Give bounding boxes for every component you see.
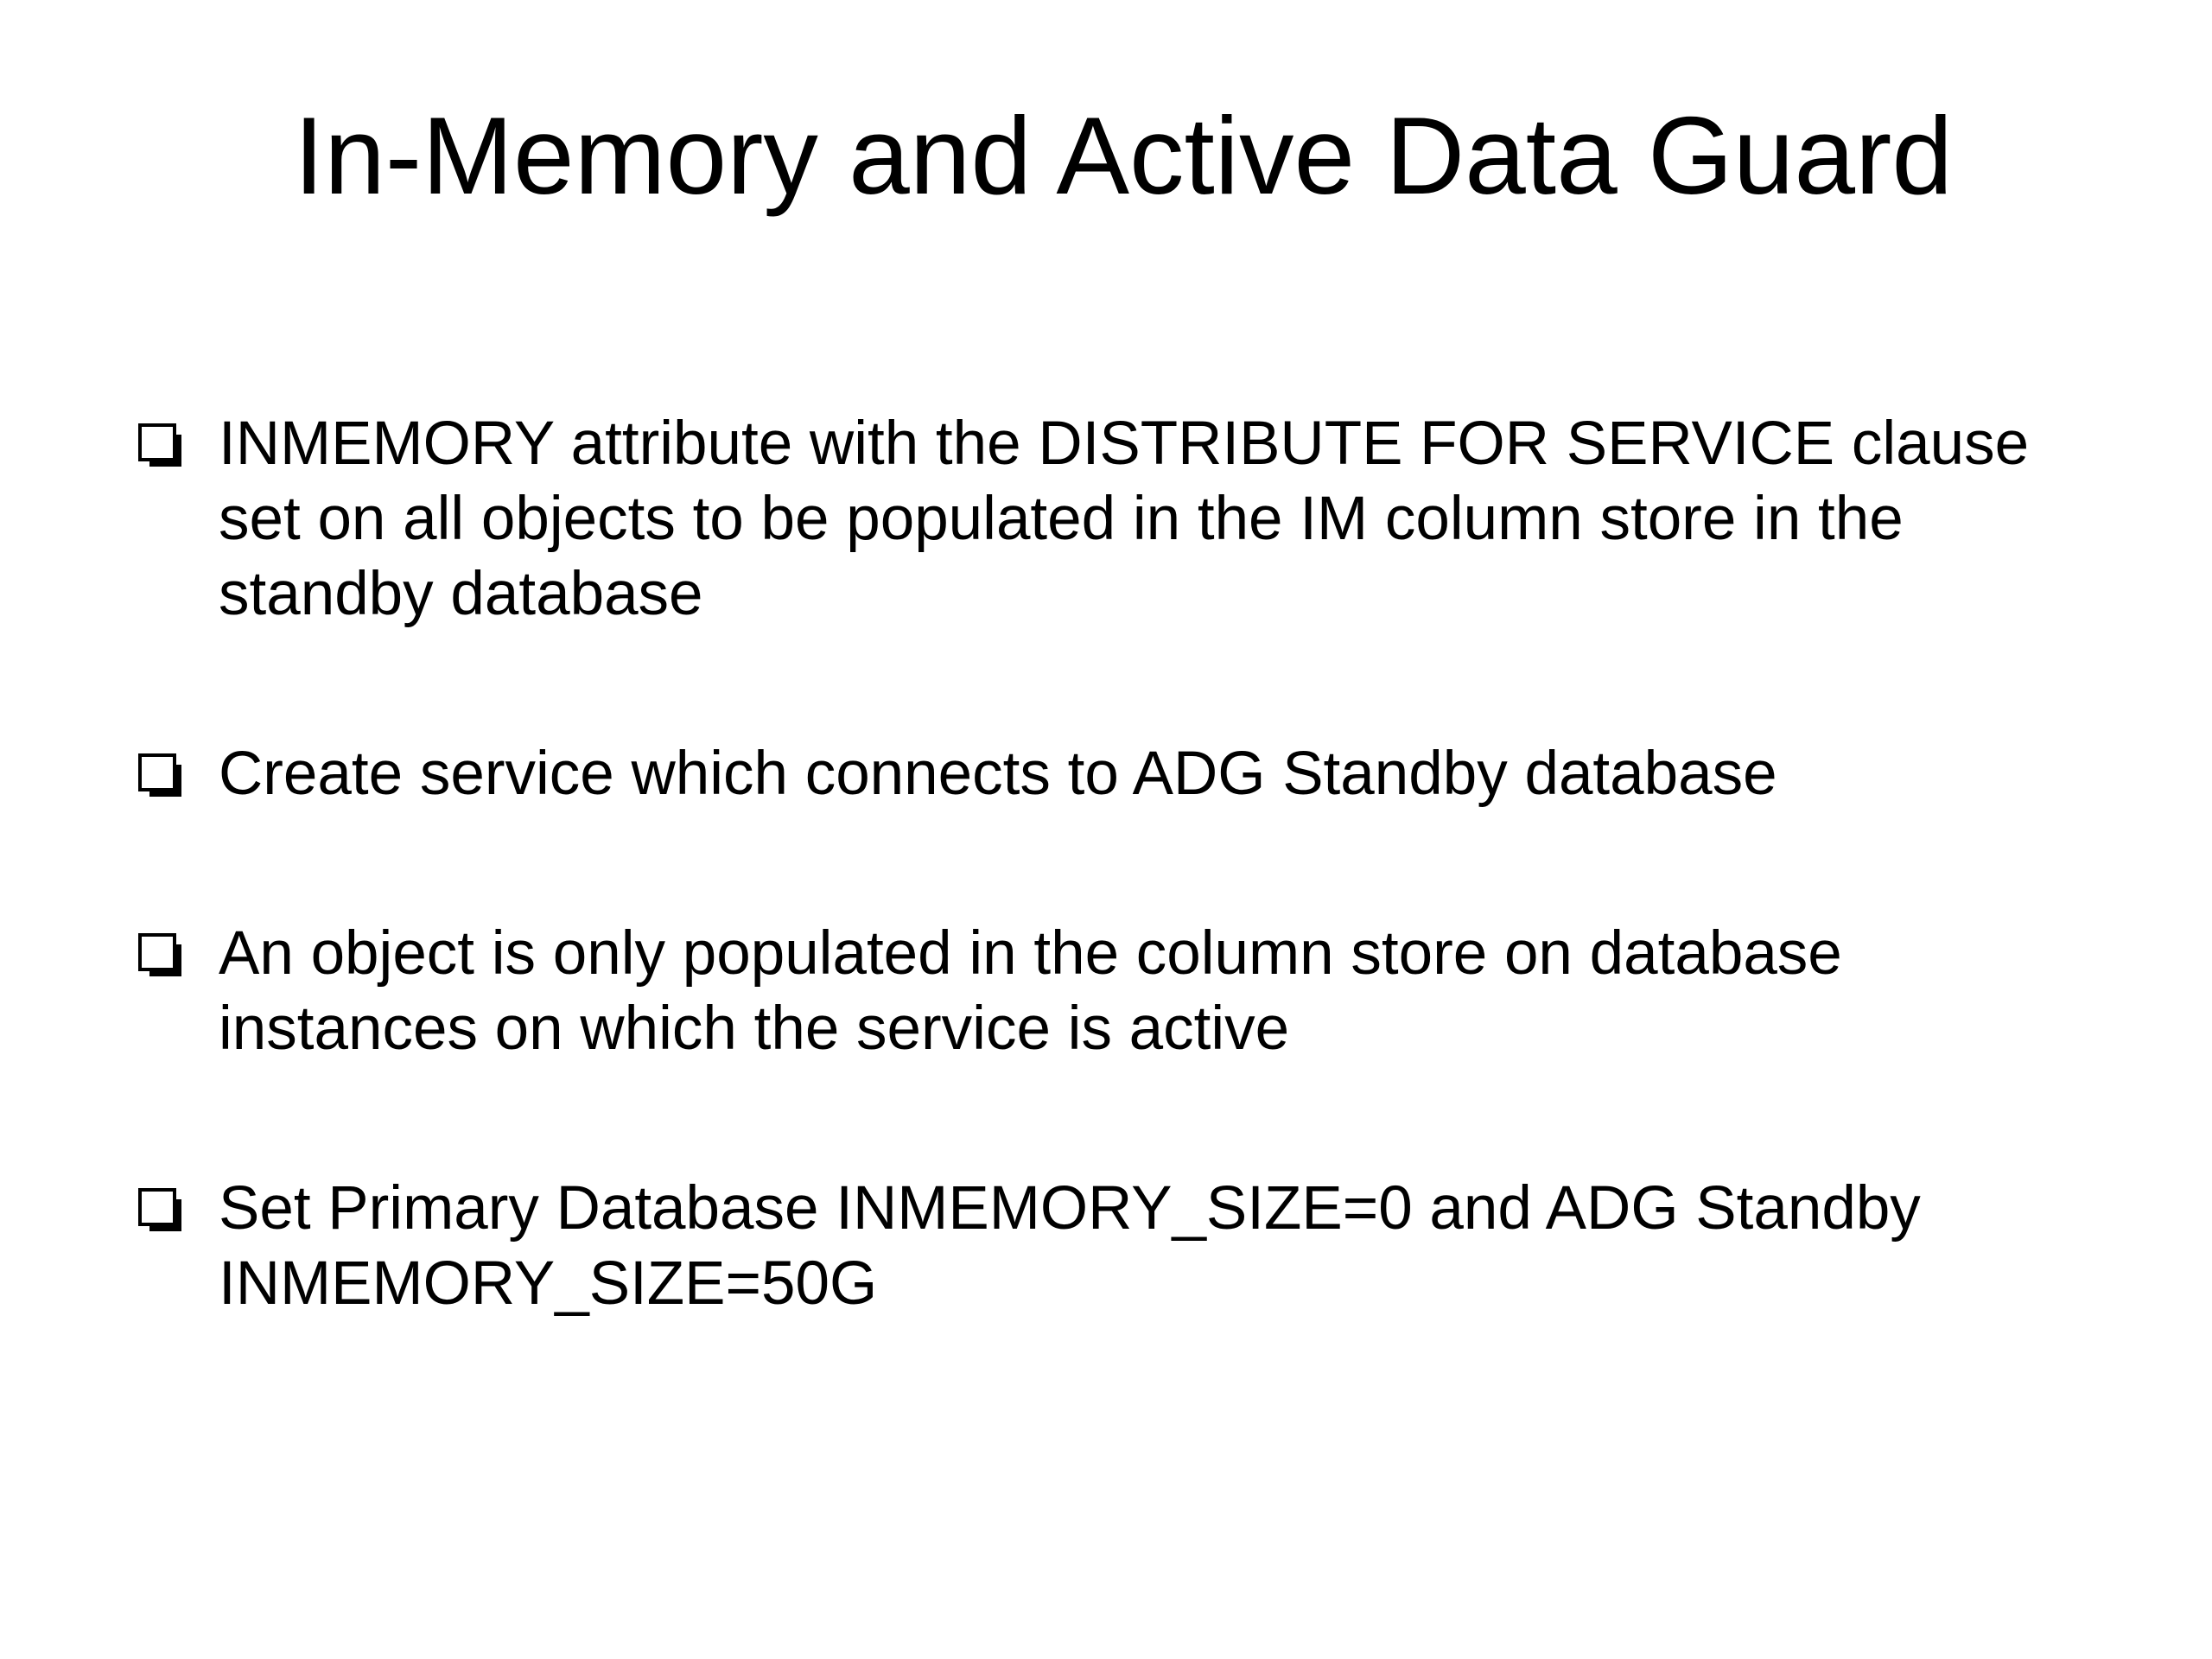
bullet-text: Set Primary Database INMEMORY_SIZE=0 and… [219, 1174, 1921, 1318]
bullet-text: An object is only populated in the colum… [219, 919, 1842, 1063]
hollow-square-bullet-icon [138, 1188, 181, 1231]
slide-title: In-Memory and Active Data Guard [294, 94, 1953, 217]
hollow-square-bullet-icon [138, 423, 181, 467]
bullet-text: INMEMORY attribute with the DISTRIBUTE F… [219, 410, 2030, 628]
hollow-square-bullet-icon [138, 753, 181, 797]
hollow-square-bullet-icon [138, 933, 181, 976]
bullet-text: Create service which connects to ADG Sta… [219, 740, 1777, 808]
